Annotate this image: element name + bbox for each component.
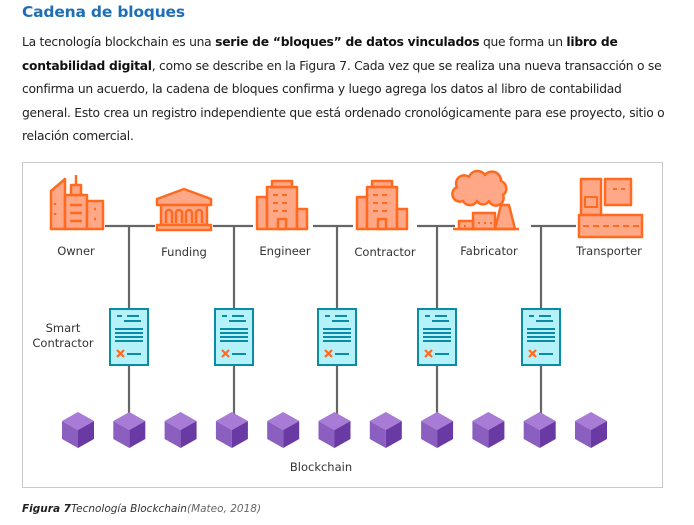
participant-label-transporter: Transporter	[575, 244, 642, 258]
section-title: Cadena de bloques	[22, 3, 185, 21]
blockchain-block-icon	[523, 412, 556, 448]
signature-x-icon	[528, 349, 537, 358]
caption-number: Figura 7	[22, 503, 71, 515]
smart-contract-document-icon	[214, 308, 254, 366]
paragraph-bold: serie de “bloques” de datos vinculados	[215, 35, 480, 49]
participant-label-funding: Funding	[161, 245, 207, 259]
signature-x-icon	[221, 349, 230, 358]
blockchain-block-icon	[472, 412, 505, 448]
caption-title: Tecnología Blockchain	[71, 503, 187, 515]
factory-icon	[451, 169, 519, 231]
paragraph-text: La tecnología blockchain es una	[22, 35, 216, 49]
smart-contract-label: Smart	[46, 321, 81, 335]
paragraph-text: que forma un	[479, 35, 567, 49]
participant-label-owner: Owner	[57, 244, 95, 258]
signature-x-icon	[424, 349, 433, 358]
participant-label-fabricator: Fabricator	[460, 244, 518, 258]
blockchain-block-icon	[575, 412, 607, 448]
paragraph-bold: libro de contabilidad digital	[22, 35, 618, 73]
building-icon	[355, 179, 409, 231]
blockchain-block-icon	[62, 412, 94, 448]
section-paragraph: La tecnología blockchain es una serie de…	[22, 31, 672, 149]
blockchain-block-icon	[421, 412, 454, 448]
office-tower-icon	[49, 175, 105, 231]
bank-icon	[155, 187, 213, 232]
blockchain-figure: Owner Funding Engineer Contractor Fabric…	[22, 162, 663, 488]
smart-contract-document-icon	[417, 308, 457, 366]
blockchain-diagram: Owner Funding Engineer Contractor Fabric…	[32, 169, 644, 474]
caption-source: (Mateo, 2018)	[186, 503, 262, 515]
blockchain-block-icon	[215, 412, 248, 448]
building-icon	[255, 179, 309, 231]
blockchain-block-icon	[318, 412, 351, 448]
participant-label-engineer: Engineer	[259, 244, 310, 258]
paragraph-text: , como se describe en la Figura 7. Cada …	[22, 58, 665, 144]
figure-caption: Figura 7Tecnología Blockchain(Mateo, 201…	[22, 503, 261, 515]
participant-label-contractor: Contractor	[354, 245, 416, 259]
blockchain-block-icon	[369, 412, 402, 448]
signature-x-icon	[324, 349, 333, 358]
blockchain-blocks	[62, 412, 607, 448]
smart-contract-document-icon	[317, 308, 357, 366]
blockchain-label: Blockchain	[290, 460, 352, 474]
smart-contract-document-icon	[109, 308, 149, 366]
blockchain-block-icon	[164, 412, 197, 448]
smart-contract-document-icon	[521, 308, 561, 366]
truck-icon	[577, 177, 644, 239]
smart-contract-label: Contractor	[32, 336, 94, 350]
signature-x-icon	[116, 349, 125, 358]
blockchain-block-icon	[267, 412, 300, 448]
blockchain-block-icon	[113, 412, 146, 448]
smart-contracts	[109, 308, 561, 366]
